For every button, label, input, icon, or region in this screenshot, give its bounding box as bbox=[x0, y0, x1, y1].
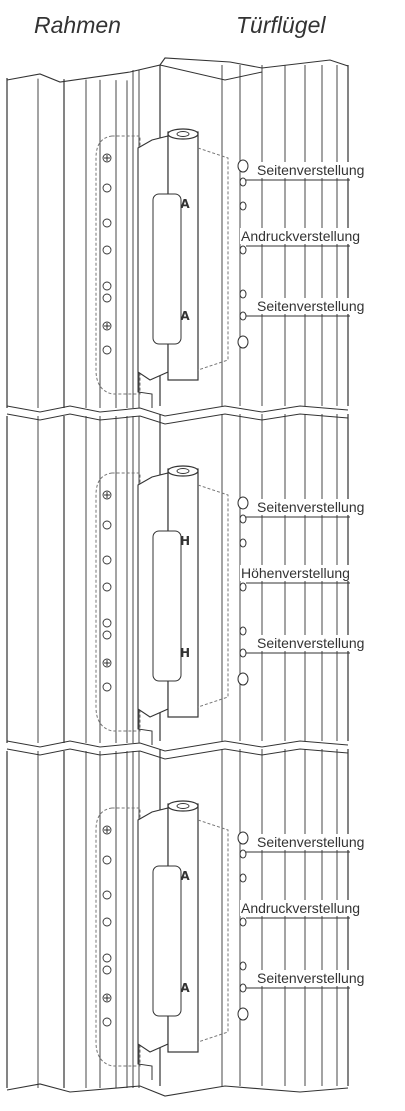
top-cap-line bbox=[159, 64, 263, 81]
frame-screw bbox=[102, 618, 112, 628]
hinge-marker-letter: A bbox=[180, 309, 190, 323]
adjustment-label: Seitenverstellung bbox=[256, 635, 366, 651]
top-cap-line bbox=[6, 57, 349, 83]
frame-screw bbox=[102, 218, 112, 228]
adjustment-hole bbox=[239, 626, 247, 636]
adjustment-label: Seitenverstellung bbox=[256, 162, 366, 178]
frame-screw bbox=[102, 630, 112, 640]
adjustment-hole bbox=[239, 514, 247, 524]
frame-screw bbox=[102, 293, 112, 303]
adjustment-label: Seitenverstellung bbox=[256, 298, 366, 314]
adjustment-label: Höhenverstellung bbox=[240, 565, 351, 581]
adjustment-hole bbox=[239, 245, 247, 255]
adjustment-hole bbox=[237, 496, 249, 510]
adjustment-label: Seitenverstellung bbox=[256, 499, 366, 515]
adjustment-label: Andruckverstellung bbox=[240, 900, 362, 916]
frame-screw bbox=[102, 555, 112, 565]
segment-joint-line bbox=[6, 413, 349, 425]
hinge-3: AA bbox=[95, 800, 249, 1080]
hinge-marker-letter: H bbox=[180, 646, 190, 660]
adjustment-label: Seitenverstellung bbox=[256, 834, 366, 850]
hinge-base-line bbox=[137, 1044, 153, 1080]
hinge-pin-top bbox=[176, 468, 190, 474]
hinge-marker-letter: A bbox=[180, 869, 190, 883]
adjustment-hole bbox=[239, 648, 247, 658]
hinge-marker-letter: A bbox=[180, 197, 190, 211]
segment-joint-line bbox=[6, 740, 349, 752]
frame-screw bbox=[102, 953, 112, 963]
frame-screw bbox=[102, 917, 112, 927]
adjustment-hole bbox=[239, 201, 247, 211]
door-leaf-heading: Türflügel bbox=[236, 12, 326, 38]
frame-plate-outline bbox=[95, 472, 141, 732]
frame-plate-outline bbox=[95, 135, 141, 395]
adjustment-hole bbox=[239, 849, 247, 859]
hinge-base-line bbox=[137, 709, 153, 745]
adjustment-hole bbox=[239, 582, 247, 592]
hinge-2: HH bbox=[95, 465, 249, 745]
frame-screw bbox=[102, 582, 112, 592]
leaf-plate-outline bbox=[197, 819, 229, 1043]
hinge-pin-top bbox=[176, 131, 190, 137]
leaf-plate-outline bbox=[197, 484, 229, 708]
frame-screw bbox=[102, 281, 112, 291]
hinge-marker-letter: A bbox=[180, 981, 190, 995]
adjustment-hole bbox=[237, 335, 249, 349]
adjustment-hole bbox=[239, 289, 247, 299]
hinge-cover bbox=[152, 193, 182, 345]
adjustment-hole bbox=[237, 831, 249, 845]
adjustment-label: Seitenverstellung bbox=[256, 970, 366, 986]
hinge-1: AA bbox=[95, 128, 249, 408]
frame-heading: Rahmen bbox=[34, 12, 121, 38]
frame-screw bbox=[102, 345, 112, 355]
frame-screw bbox=[102, 183, 112, 193]
leaf-plate-outline bbox=[197, 147, 229, 371]
bottom-cap-line bbox=[6, 1083, 349, 1097]
segment-joint-line bbox=[6, 405, 349, 417]
hinge-pin-top bbox=[176, 803, 190, 809]
adjustment-hole bbox=[239, 917, 247, 927]
frame-screw bbox=[102, 682, 112, 692]
frame-screw bbox=[102, 245, 112, 255]
adjustment-hole bbox=[237, 1007, 249, 1021]
adjustment-hole bbox=[239, 961, 247, 971]
hinge-cover bbox=[152, 530, 182, 682]
adjustment-hole bbox=[239, 983, 247, 993]
frame-screw bbox=[102, 965, 112, 975]
frame-screw bbox=[102, 520, 112, 530]
adjustment-hole bbox=[237, 672, 249, 686]
hinge-marker-letter: H bbox=[180, 534, 190, 548]
adjustment-hole bbox=[239, 873, 247, 883]
adjustment-hole bbox=[239, 538, 247, 548]
adjustment-hole bbox=[237, 159, 249, 173]
segment-joint-line bbox=[6, 748, 349, 760]
profile-segment-2 bbox=[6, 414, 349, 760]
frame-screw bbox=[102, 855, 112, 865]
adjustment-hole bbox=[239, 311, 247, 321]
frame-screw bbox=[102, 890, 112, 900]
adjustment-label: Andruckverstellung bbox=[240, 228, 362, 244]
hinge-cover bbox=[152, 865, 182, 1017]
frame-plate-outline bbox=[95, 807, 141, 1067]
hinge-base-line bbox=[137, 372, 153, 408]
adjustment-hole bbox=[239, 177, 247, 187]
frame-screw bbox=[102, 1017, 112, 1027]
